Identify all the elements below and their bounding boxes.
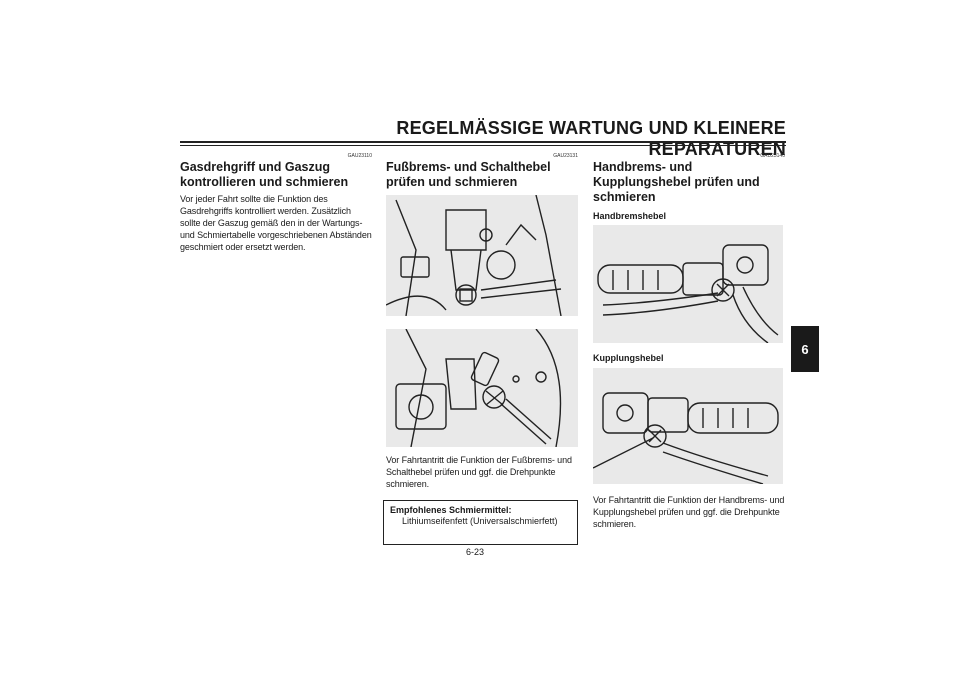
- lubricant-label: Empfohlenes Schmiermittel:: [390, 505, 512, 515]
- brake-pedal-illustration: [386, 195, 562, 316]
- lubricant-box: Empfohlenes Schmiermittel: Lithiumseifen…: [383, 500, 578, 545]
- header-rule: [180, 141, 786, 143]
- section-heading: Gasdrehgriff und Gaszug kontrollieren un…: [180, 160, 349, 189]
- hand-brake-subheading-wrap: Handbremshebel: [593, 211, 785, 222]
- hand-brake-figure: [593, 225, 783, 343]
- levers-text: Vor Fahrtantritt die Funktion der Handbr…: [593, 494, 785, 530]
- subheading-clutch: Kupplungshebel: [593, 353, 664, 363]
- clutch-lever-figure: [593, 368, 783, 484]
- section-throttle: GAU23110 Gasdrehgriff und Gaszug kontrol…: [180, 153, 372, 253]
- clutch-subheading-wrap: Kupplungshebel: [593, 353, 785, 364]
- section-heading: Fußbrems- und Schalthebel prüfen und sch…: [386, 160, 551, 189]
- section-body: Vor jeder Fahrt sollte die Funktion des …: [180, 194, 372, 252]
- hand-brake-illustration: [597, 244, 779, 343]
- subheading-hand-brake: Handbremshebel: [593, 211, 667, 221]
- page-number: 6-23: [466, 547, 485, 557]
- shift-pedal-figure: [386, 329, 578, 447]
- section-code: GAU23131: [553, 153, 578, 159]
- shift-pedal-illustration: [395, 329, 562, 447]
- page-header-title: REGELMÄSSIGE WARTUNG UND KLEINERE REPARA…: [396, 118, 786, 159]
- header-rule-thin: [180, 145, 786, 146]
- clutch-lever-illustration: [593, 392, 779, 484]
- brake-pedal-figure: [386, 195, 578, 316]
- section-heading: Handbrems- und Kupplungshebel prüfen und…: [593, 160, 760, 204]
- section-levers: GAU23140 Handbrems- und Kupplungshebel p…: [593, 153, 785, 208]
- section-body: Vor Fahrtantritt die Funktion der Handbr…: [593, 495, 785, 529]
- lubricant-value: Lithiumseifenfett (Universalschmierfett): [402, 516, 558, 526]
- section-body: Vor Fahrtantritt die Funktion der Fußbre…: [386, 455, 572, 489]
- section-code: GAU23110: [347, 153, 372, 159]
- section-pedals: GAU23131 Fußbrems- und Schalthebel prüfe…: [386, 153, 578, 193]
- section-code: GAU23140: [760, 153, 785, 159]
- chapter-tab[interactable]: 6: [791, 326, 819, 372]
- pedals-text: Vor Fahrtantritt die Funktion der Fußbre…: [386, 454, 578, 490]
